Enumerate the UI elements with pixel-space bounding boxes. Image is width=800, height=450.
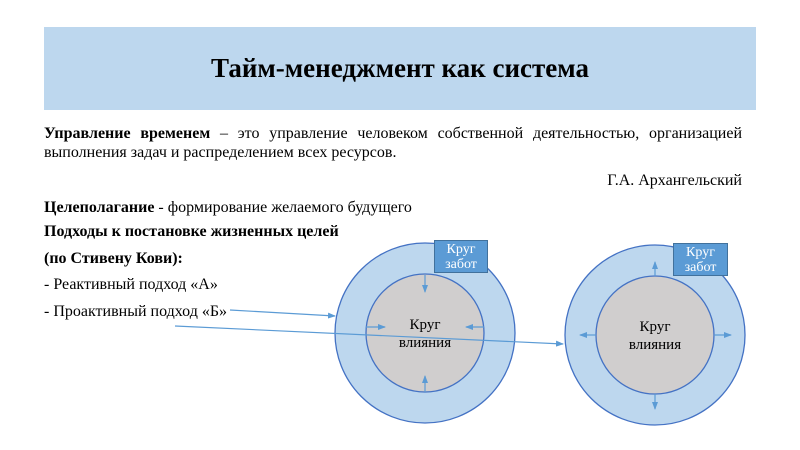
concern-label-line2: забот xyxy=(445,257,477,272)
goal-setting-term: Целеполагание xyxy=(44,199,155,216)
arrow-reactive xyxy=(229,309,336,319)
right-influence-label: Круг влияния xyxy=(605,318,705,354)
goal-setting: Целеполагание - формирование желаемого б… xyxy=(44,198,412,217)
influence-label-line1: Круг xyxy=(639,319,671,335)
author: Г.А. Архангельский xyxy=(607,172,742,189)
definition-term: Управление временем xyxy=(44,125,211,142)
definition-text: – это управление человеком собственной д… xyxy=(44,125,743,161)
influence-label-line1: Круг xyxy=(409,317,441,333)
concern-label-line1: Круг xyxy=(686,245,715,260)
slide-title: Тайм-менеджмент как система xyxy=(211,53,589,83)
influence-label-line2: влияния xyxy=(398,335,452,351)
approaches-heading: Подходы к постановке жизненных целей xyxy=(44,223,339,240)
concern-label-line1: Круг xyxy=(446,242,476,257)
goal-setting-text: - формирование желаемого будущего xyxy=(154,199,412,216)
concern-label-line2: забот xyxy=(684,260,717,275)
approach-a: - Реактивный подход «А» xyxy=(44,276,218,293)
left-influence-label: Круг влияния xyxy=(375,316,475,352)
approach-b: - Проактивный подход «Б» xyxy=(44,303,228,320)
definition-paragraph: Управление временем – это управление чел… xyxy=(44,124,742,162)
arrow-proactive xyxy=(174,325,564,347)
arrows xyxy=(174,261,732,410)
title-band: Тайм-менеджмент как система xyxy=(44,27,756,110)
influence-label-line2: влияния xyxy=(628,337,682,353)
approaches-source: (по Стивену Кови): xyxy=(44,250,183,267)
